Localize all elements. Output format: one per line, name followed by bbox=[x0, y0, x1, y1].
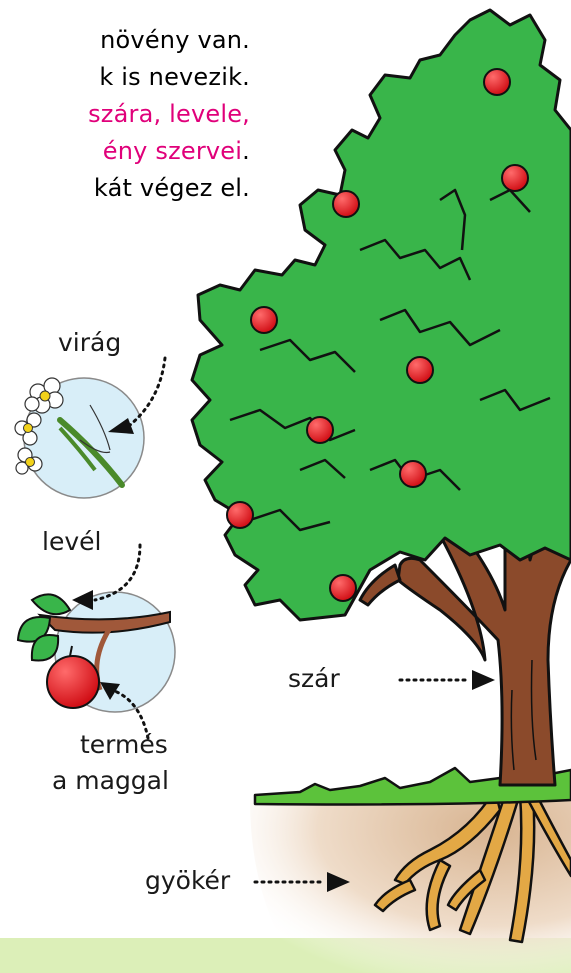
text-line-2: k is nevezik. bbox=[0, 59, 250, 96]
text-line-1: növény van. bbox=[0, 22, 250, 59]
label-level: levél bbox=[42, 527, 101, 556]
text-line-4: ény szervei. bbox=[0, 133, 250, 170]
fruit-inset bbox=[18, 592, 175, 712]
label-termes: termés bbox=[80, 730, 168, 759]
text-line-3: szára, levele, bbox=[0, 96, 250, 133]
label-szar: szár bbox=[288, 664, 340, 693]
flower-inset bbox=[15, 378, 144, 498]
intro-paragraph: növény van. k is nevezik. szára, levele,… bbox=[0, 22, 250, 207]
label-virag: virág bbox=[58, 328, 121, 357]
label-maggal: a maggal bbox=[52, 766, 169, 795]
text-line-5: kát végez el. bbox=[0, 170, 250, 207]
label-gyoker: gyökér bbox=[145, 866, 230, 895]
